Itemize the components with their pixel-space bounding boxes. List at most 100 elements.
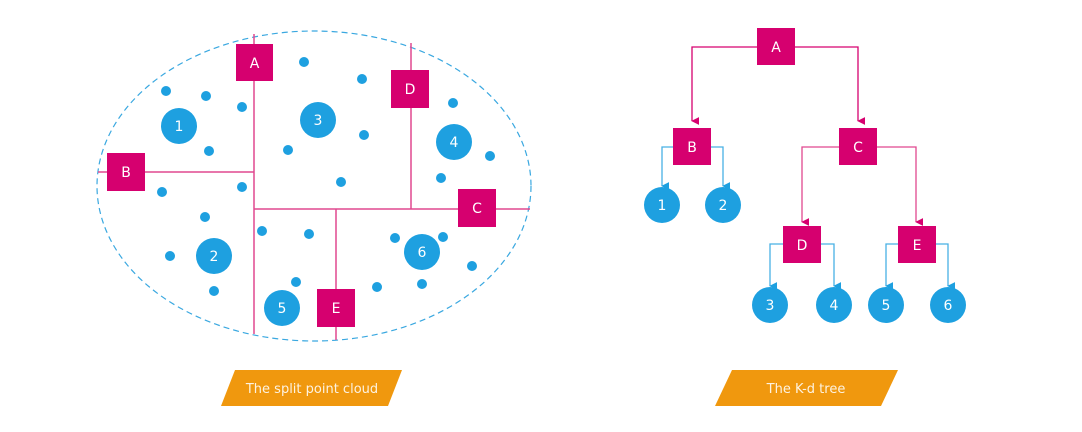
tree-node-d: D — [783, 226, 821, 263]
cloud-split-node-e: E — [317, 289, 355, 327]
edge-c-e — [877, 146, 924, 226]
point-cloud-caption: The split point cloud — [221, 370, 402, 406]
edge-c-d — [801, 146, 839, 226]
data-point — [283, 145, 293, 155]
region-label: 6 — [418, 245, 427, 261]
tree-leaf-1: 1 — [644, 187, 680, 223]
edge-b-2 — [711, 146, 731, 190]
data-point — [485, 151, 495, 161]
leaf-circle — [868, 287, 904, 323]
cloud-region-4: 4 — [436, 124, 472, 160]
leaf-circle — [705, 187, 741, 223]
cloud-boundary — [96, 30, 532, 342]
data-point — [257, 226, 267, 236]
tree-leaf-2: 2 — [705, 187, 741, 223]
data-point — [357, 74, 367, 84]
split-box — [757, 28, 795, 65]
edge-a-b — [691, 46, 757, 125]
split-label: D — [405, 82, 416, 98]
tree-node-e: E — [898, 226, 936, 263]
split-box — [898, 226, 936, 263]
tree-node-c: C — [839, 128, 877, 165]
edge-a-c — [795, 46, 866, 125]
region-label: 3 — [314, 113, 323, 129]
node-label: E — [913, 238, 922, 254]
tree-node-a: A — [757, 28, 795, 65]
split-box — [458, 189, 496, 227]
edge-e-5 — [885, 243, 898, 290]
region-label: 2 — [210, 249, 219, 265]
split-box — [391, 70, 429, 108]
split-box — [236, 44, 273, 81]
caption-text: The split point cloud — [245, 382, 378, 397]
split-box — [107, 153, 145, 191]
data-point — [200, 212, 210, 222]
leaf-circle — [752, 287, 788, 323]
data-point — [201, 91, 211, 101]
tree-leaf-6: 6 — [930, 287, 966, 323]
region-label: 4 — [450, 135, 459, 151]
cloud-split-node-b: B — [107, 153, 145, 191]
split-box — [783, 226, 821, 263]
data-point — [336, 177, 346, 187]
region-label: 5 — [278, 301, 287, 317]
data-point — [157, 187, 167, 197]
data-point — [237, 102, 247, 112]
split-label: B — [121, 165, 131, 181]
data-point — [417, 279, 427, 289]
region-circle — [436, 124, 472, 160]
cloud-region-3: 3 — [300, 102, 336, 138]
cloud-split-node-a: A — [236, 44, 273, 81]
tree-leaf-3: 3 — [752, 287, 788, 323]
region-label: 1 — [175, 119, 184, 135]
node-label: C — [853, 140, 863, 156]
edge-e-6 — [936, 243, 956, 290]
leaf-label: 3 — [766, 298, 775, 314]
cloud-region-1: 1 — [161, 108, 197, 144]
data-point — [204, 146, 214, 156]
edge-d-4 — [821, 243, 842, 290]
tree-leaf-4: 4 — [816, 287, 852, 323]
region-circle — [196, 238, 232, 274]
kd-tree-caption: The K-d tree — [715, 370, 898, 406]
data-point — [448, 98, 458, 108]
caption-text: The K-d tree — [766, 382, 846, 397]
point-cloud-panel: 1 2 3 4 5 6 A B — [96, 30, 532, 406]
leaf-circle — [644, 187, 680, 223]
node-label: B — [687, 140, 697, 156]
cloud-region-5: 5 — [264, 290, 300, 326]
leaf-label: 4 — [830, 298, 839, 314]
leaf-circle — [930, 287, 966, 323]
data-point — [299, 57, 309, 67]
node-label: A — [771, 40, 781, 56]
data-point — [161, 86, 171, 96]
data-point — [304, 229, 314, 239]
node-label: D — [797, 238, 808, 254]
cloud-split-node-d: D — [391, 70, 429, 108]
data-point — [359, 130, 369, 140]
split-box — [839, 128, 877, 165]
caption-banner — [221, 370, 402, 406]
data-point — [291, 277, 301, 287]
split-label: E — [332, 301, 341, 317]
region-circle — [161, 108, 197, 144]
data-point — [237, 182, 247, 192]
data-point — [467, 261, 477, 271]
kd-tree-panel: A B C D E 1 2 3 — [644, 28, 966, 406]
split-box — [673, 128, 711, 165]
caption-banner — [715, 370, 898, 406]
data-point — [209, 286, 219, 296]
cloud-split-node-c: C — [458, 189, 496, 227]
data-point — [165, 251, 175, 261]
leaf-label: 2 — [719, 198, 728, 214]
region-circle — [300, 102, 336, 138]
data-point — [372, 282, 382, 292]
data-point — [390, 233, 400, 243]
region-circle — [264, 290, 300, 326]
tree-node-b: B — [673, 128, 711, 165]
data-points — [157, 57, 495, 296]
leaf-label: 5 — [882, 298, 891, 314]
cloud-region-6: 6 — [404, 234, 440, 270]
edge-b-1 — [661, 146, 673, 190]
